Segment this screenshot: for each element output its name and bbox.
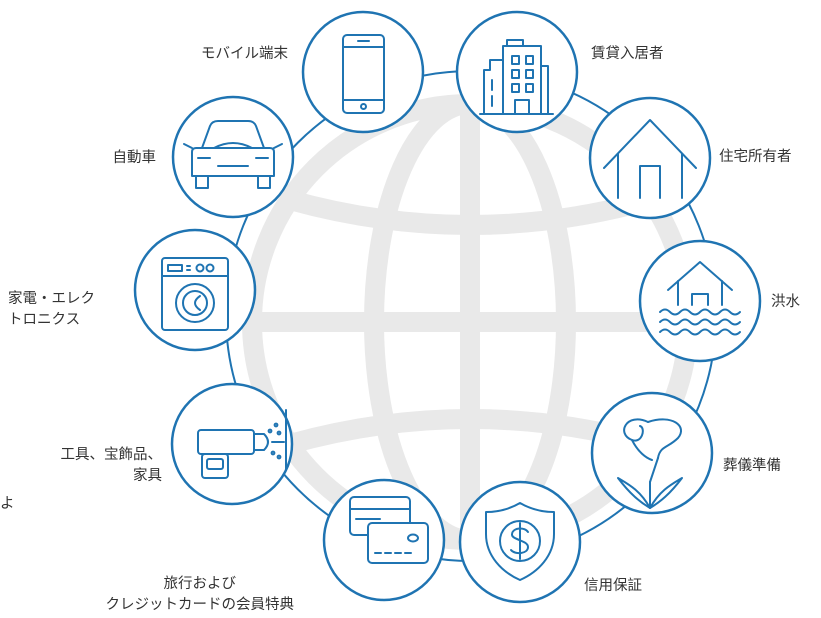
label-mobile: モバイル端末	[201, 46, 288, 62]
circle-tools	[170, 382, 294, 506]
label-appliances-line-1: 家電・エレク	[8, 291, 95, 307]
washing-machine-icon	[161, 257, 229, 331]
label-appliances: 家電・エレク トロニクス	[8, 289, 95, 331]
car-icon	[183, 120, 283, 189]
label-tenant: 賃貸入居者	[591, 46, 664, 62]
cut-off-text: よ	[0, 496, 15, 512]
label-tools-line-1: 工具、宝飾品、	[60, 447, 163, 463]
label-travel-line-1: 旅行および	[163, 576, 237, 592]
label-appliances-line-2: トロニクス	[8, 312, 81, 328]
circle-flood	[638, 239, 762, 363]
label-travel: 旅行および クレジットカードの会員特典	[106, 574, 295, 616]
house-icon	[603, 119, 697, 199]
circle-mobile	[301, 10, 425, 134]
smartphone-icon	[342, 34, 385, 114]
label-funeral: 葬儀準備	[723, 458, 781, 474]
power-drill-icon	[197, 409, 287, 479]
label-flood: 洪水	[771, 294, 800, 310]
label-tools-line-2: 家具	[133, 468, 162, 484]
credit-cards-icon	[349, 496, 429, 564]
label-auto: 自動車	[112, 150, 157, 166]
label-tools: 工具、宝飾品、 家具	[61, 445, 163, 487]
label-travel-line-2: クレジットカードの会員特典	[105, 597, 295, 613]
label-credit: 信用保証	[584, 578, 642, 594]
circle-homeowner	[588, 96, 712, 220]
circle-funeral	[590, 391, 714, 515]
label-homeowner: 住宅所有者	[719, 149, 792, 165]
dollar-shield-icon	[485, 502, 555, 581]
lily-flower-icon	[617, 418, 683, 509]
flooded-house-icon	[659, 261, 741, 336]
apartment-building-icon	[479, 39, 554, 115]
